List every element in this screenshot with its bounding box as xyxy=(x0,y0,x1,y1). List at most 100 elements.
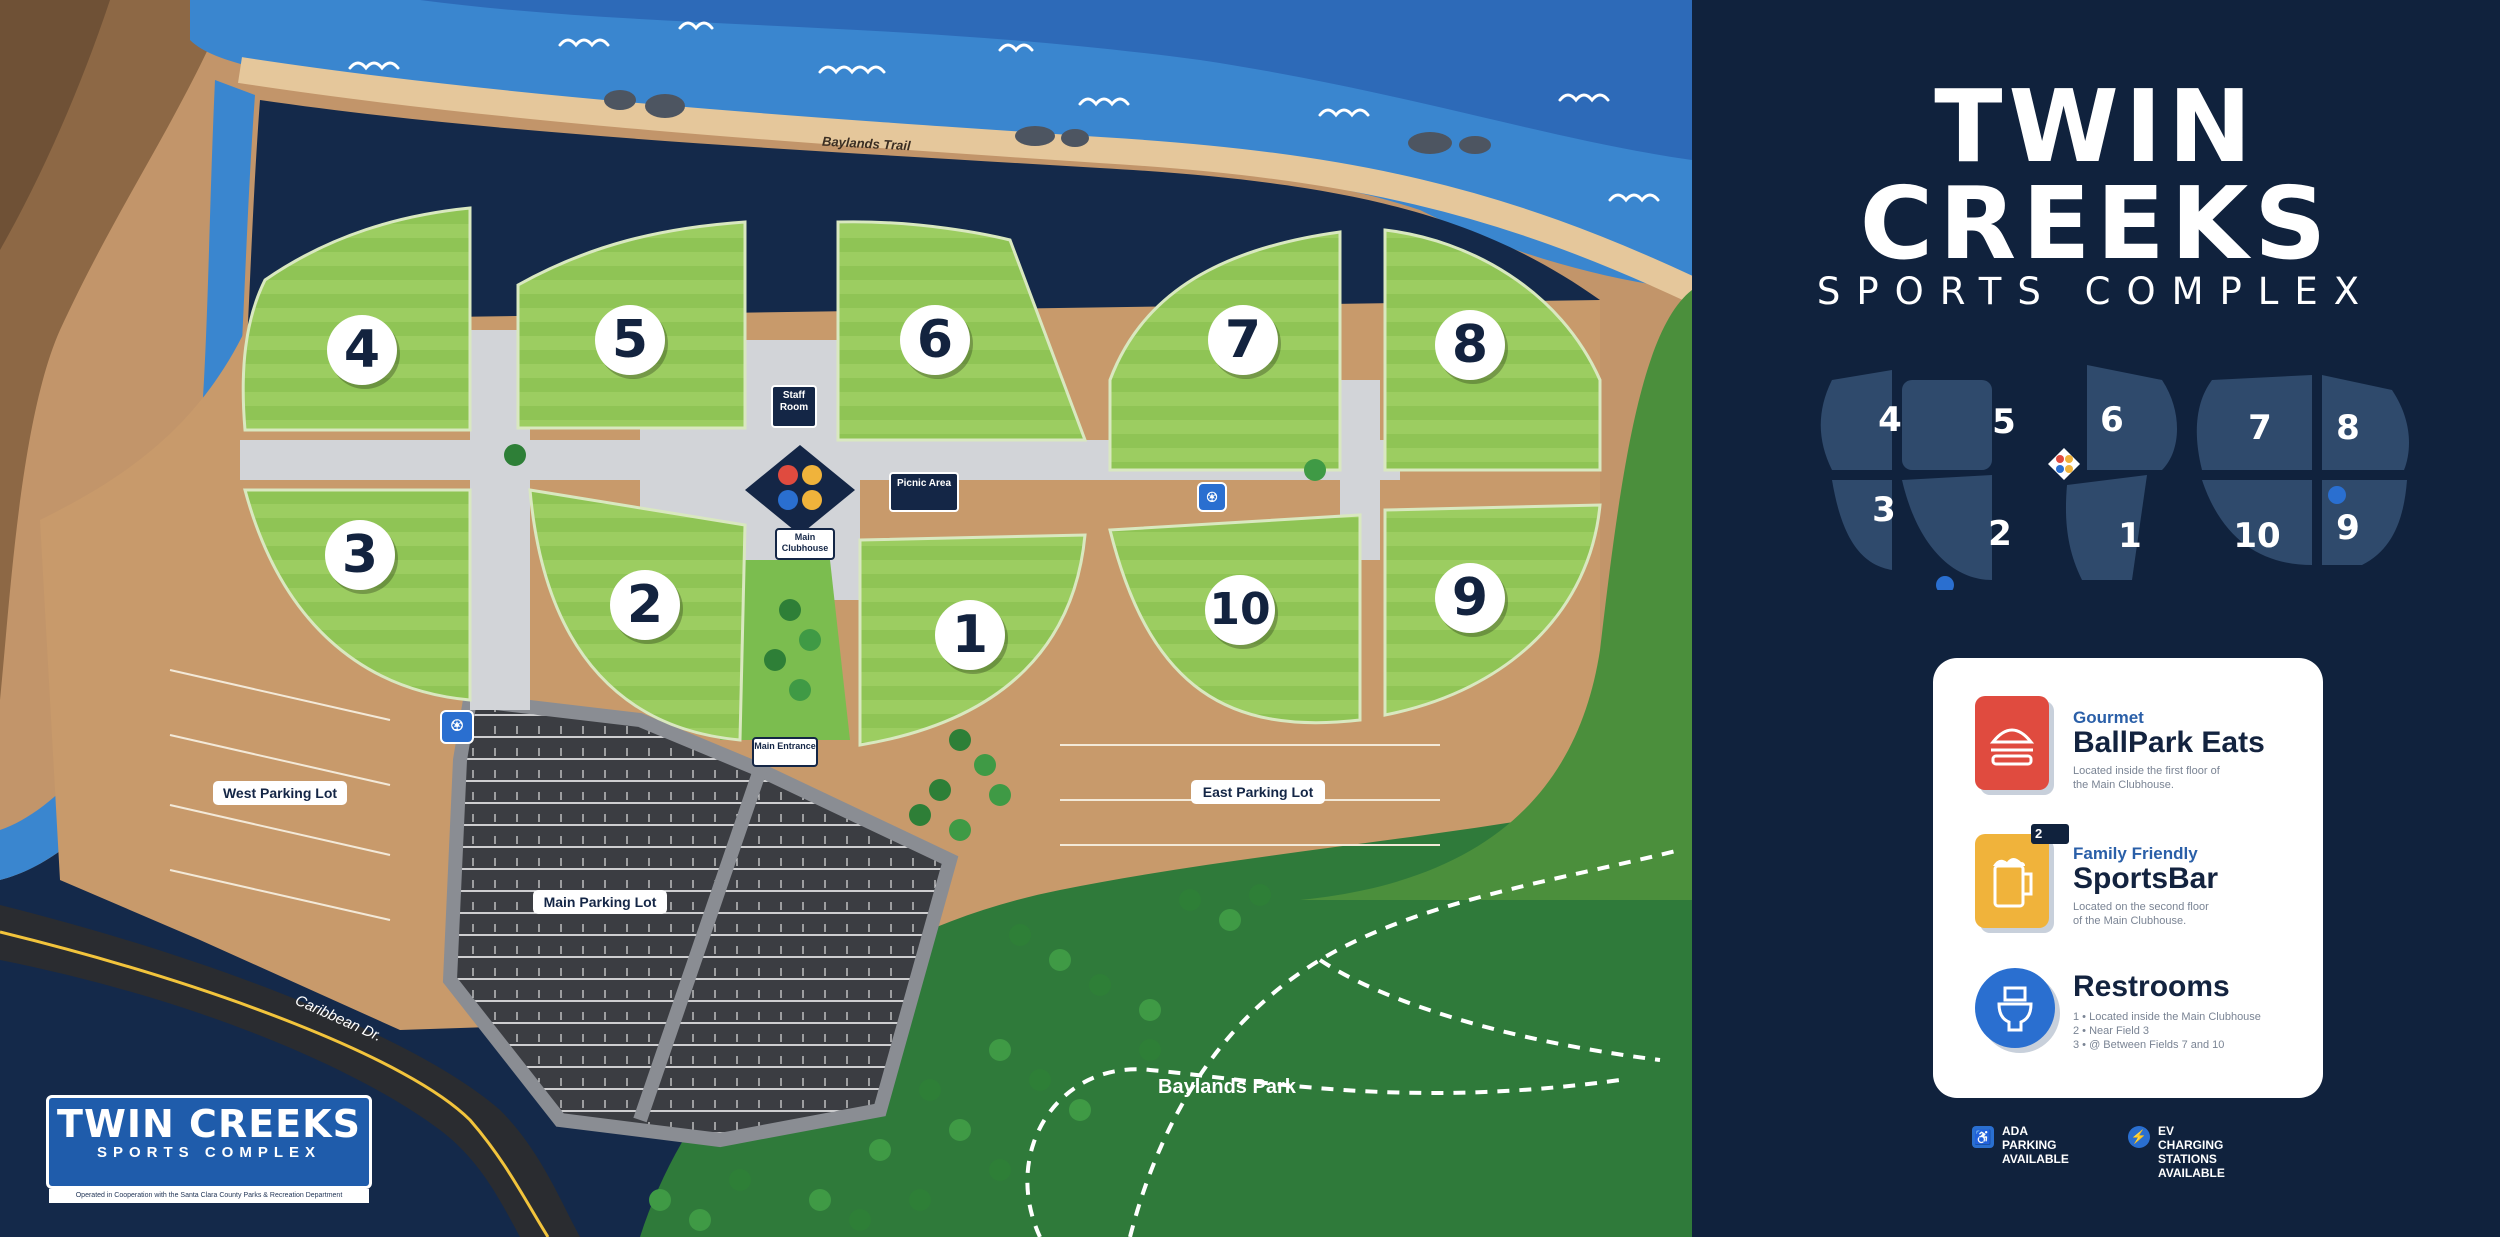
trees-layer xyxy=(504,444,1326,1231)
label-baylands-park: Baylands Park xyxy=(1158,1076,1296,1098)
field-10-badge[interactable]: 10 xyxy=(1205,575,1275,645)
tree xyxy=(869,1139,891,1161)
mini-map-number-10: 10 xyxy=(2233,516,2281,556)
clubhouse-marker xyxy=(745,445,855,535)
tree xyxy=(974,754,996,776)
waves xyxy=(348,21,1660,203)
map-illustration xyxy=(0,0,1692,1237)
field-1-badge[interactable]: 1 xyxy=(935,600,1005,670)
tree xyxy=(504,444,526,466)
mini-map-number-6: 6 xyxy=(2100,400,2124,440)
tree xyxy=(909,1189,931,1211)
field-5-badge[interactable]: 5 xyxy=(595,305,665,375)
field-4-badge[interactable]: 4 xyxy=(327,315,397,385)
tree xyxy=(1009,924,1031,946)
tree xyxy=(909,804,931,826)
tree xyxy=(689,1209,711,1231)
label-staff-room[interactable]: Staff Room xyxy=(771,385,817,428)
entrance-promenade xyxy=(720,560,850,740)
mini-map-number-9: 9 xyxy=(2336,508,2360,548)
field-9-badge[interactable]: 9 xyxy=(1435,563,1505,633)
staff-room-text: Staff Room xyxy=(779,390,809,413)
burger-icon xyxy=(1975,696,2049,790)
hills-left xyxy=(0,0,230,700)
restroom-icon-west[interactable]: ♼ xyxy=(440,710,474,744)
tree xyxy=(779,599,801,621)
tree xyxy=(849,1209,871,1231)
park-green-light xyxy=(1300,290,1692,900)
ada-icon: ♿ xyxy=(1972,1126,1994,1148)
tree xyxy=(919,1079,941,1101)
tree xyxy=(1049,949,1071,971)
picnic-area-text: Picnic Area xyxy=(896,478,952,489)
tree xyxy=(949,819,971,841)
bay-water-deep xyxy=(420,0,1692,160)
title-sports-complex: SPORTS COMPLEX xyxy=(1816,270,2376,313)
mini-map-number-5: 5 xyxy=(1992,402,2016,442)
main-clubhouse-text: Main Clubhouse xyxy=(781,532,829,553)
main-entrance-text: Main Entrance xyxy=(754,741,816,751)
mini-map xyxy=(1820,365,2409,590)
floor-badge-number: 2 xyxy=(2035,826,2043,841)
eats-kicker: Gourmet xyxy=(2073,708,2144,727)
tree xyxy=(1139,1039,1161,1061)
logo-subtitle: SPORTS COMPLEX xyxy=(96,1144,322,1161)
tree xyxy=(809,1189,831,1211)
tree xyxy=(949,1119,971,1141)
ada-text: ADA PARKING AVAILABLE xyxy=(2002,1124,2069,1166)
field-8-badge[interactable]: 8 xyxy=(1435,310,1505,380)
tree xyxy=(1069,1099,1091,1121)
park-trails xyxy=(1025,848,1681,1237)
mini-map-number-3: 3 xyxy=(1872,490,1896,530)
tree xyxy=(949,729,971,751)
field-2-badge[interactable]: 2 xyxy=(610,570,680,640)
tree xyxy=(764,649,786,671)
eats-title: BallPark Eats xyxy=(2073,726,2265,759)
tree xyxy=(1089,974,1111,996)
baylands-trail-path xyxy=(238,57,1692,302)
label-east-parking-lot[interactable]: East Parking Lot xyxy=(1191,780,1325,804)
eats-desc: Located inside the first floor of the Ma… xyxy=(2073,765,2220,791)
mini-map-number-4: 4 xyxy=(1878,400,1902,440)
mini-map-number-1: 1 xyxy=(2118,516,2142,556)
logo-title: TWIN CREEKS xyxy=(57,1102,361,1146)
tree xyxy=(1139,999,1161,1021)
park-green xyxy=(640,790,1692,1237)
label-main-parking-lot[interactable]: Main Parking Lot xyxy=(533,890,667,914)
mini-map-number-7: 7 xyxy=(2248,408,2272,448)
label-main-clubhouse[interactable]: Main Clubhouse xyxy=(775,528,835,560)
tree xyxy=(929,779,951,801)
logo-note: Operated in Cooperation with the Santa C… xyxy=(49,1189,369,1203)
tree xyxy=(729,1169,751,1191)
label-picnic-area[interactable]: Picnic Area xyxy=(889,472,959,512)
hills-left-dark xyxy=(0,0,110,250)
main-parking-lot xyxy=(442,692,959,1148)
tree xyxy=(989,1039,1011,1061)
restrooms-title: Restrooms xyxy=(2073,970,2230,1003)
caribbean-road xyxy=(0,905,580,1237)
rocks xyxy=(604,90,1491,154)
tree xyxy=(989,1159,1011,1181)
field-6-badge[interactable]: 6 xyxy=(900,305,970,375)
sportsbar-title: SportsBar xyxy=(2073,862,2219,895)
mini-map-number-8: 8 xyxy=(2336,408,2360,448)
title-twin: TWIN xyxy=(1934,68,2258,185)
west-lot-stripes xyxy=(169,669,391,921)
tree xyxy=(649,1189,671,1211)
tree xyxy=(989,784,1011,806)
field-7-badge[interactable]: 7 xyxy=(1208,305,1278,375)
tree xyxy=(799,629,821,651)
field-3-badge[interactable]: 3 xyxy=(325,520,395,590)
label-main-entrance[interactable]: Main Entrance xyxy=(752,737,818,767)
mini-map-number-2: 2 xyxy=(1988,514,2012,554)
tree xyxy=(1304,459,1326,481)
ev-charging-icon: ⚡ xyxy=(2128,1126,2150,1148)
field-3-turf[interactable] xyxy=(243,488,472,702)
label-west-parking-lot[interactable]: West Parking Lot xyxy=(213,781,347,805)
floor-badge: 2 xyxy=(2031,824,2069,844)
restroom-icon-clubhouse[interactable]: ♼ xyxy=(1197,482,1227,512)
sportsbar-kicker: Family Friendly xyxy=(2073,844,2198,863)
restrooms-desc: 1 • Located inside the Main Clubhouse 2 … xyxy=(2073,1011,2261,1051)
